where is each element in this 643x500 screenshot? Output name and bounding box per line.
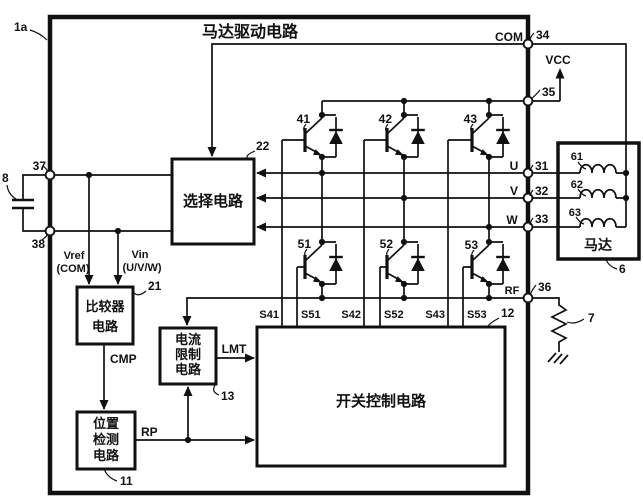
switch-control-label: 开关控制电路 [336,392,427,410]
terminal-31-label: 31 [535,159,549,173]
terminal-35 [522,95,534,107]
wire-com-to-selection [207,43,528,157]
capacitor-ref-label: 8 [2,171,9,185]
coil-63-label: 63 [569,207,581,219]
position-detect-label-line1: 位置 [93,416,119,431]
selection-circuit-label: 选择电路 [183,192,244,210]
terminal-36 [522,292,534,304]
terminal-35-label: 35 [542,85,556,99]
terminal-37-label: 37 [33,159,47,173]
cmp-signal-label: CMP [110,352,137,366]
terminal-37 [44,169,56,181]
position-detect-label-line3: 电路 [93,448,120,463]
resistor-zigzag [528,297,568,352]
terminal-32 [522,192,534,204]
block-boxes [75,141,641,471]
current-limit-label-line3: 电路 [175,362,202,377]
terminal-38-label: 38 [32,237,46,251]
wire-com-to-motor [528,43,627,227]
coil-61-label: 61 [571,151,583,163]
ground-icon [547,352,569,365]
transistor-41-label: 41 [297,112,311,126]
terminal-pins [44,38,534,304]
terminal-31 [522,167,534,179]
wire-s41 [281,139,305,327]
junction-dots [85,97,630,444]
motor-ref-label: 6 [619,262,626,276]
transistor-53-label: 53 [465,238,479,252]
capacitor [12,174,50,232]
resistor-ref-label: 7 [588,311,595,325]
phase-u-label: U [510,159,519,173]
phase-v-label: V [510,184,518,198]
current-limit-label-line1: 电流 [175,332,201,347]
comparator-circuit-box [75,285,135,346]
vref-label-line2: (COM) [57,263,90,275]
transistor-43 [470,110,512,162]
motor-box [556,141,641,261]
position-detect-label-line2: 检测 [93,432,119,447]
terminal-33 [522,221,534,233]
signal-wires [84,43,528,445]
current-limit-ref-label: 13 [221,389,235,403]
transistor-42-label: 42 [379,112,393,126]
s42-line-label: S42 [341,309,361,321]
switch-control-ref-label: 12 [501,306,515,320]
comparator-ref-label: 21 [148,279,162,293]
switch-control-circuit-box [255,325,507,468]
s43-line-label: S43 [425,309,445,321]
transistor-41 [303,110,345,162]
motor-label: 马达 [584,237,612,253]
comparator-label-line2: 电路 [92,319,119,334]
phase-w-label: W [506,213,518,227]
current-limit-circuit-box [158,326,218,386]
s52-line-label: S52 [384,309,404,321]
wire-s42 [363,139,387,327]
vin-label-line1: Vin [132,249,149,261]
coil-62 [579,188,617,199]
terminal-38 [44,225,56,237]
transistor-42 [385,110,427,162]
wire-s43 [447,139,472,327]
selection-circuit-box [170,157,256,246]
terminal-32-label: 32 [535,184,549,198]
transistors [303,110,512,289]
wire-rf-sense [182,297,528,326]
rf-signal-label: RF [505,285,520,297]
main-chip-outline [47,14,531,496]
vin-label-line2: (U/V/W) [122,262,161,274]
chip-ref-label: 1a [14,20,28,34]
transistor-51-label: 51 [298,237,312,251]
vcc-arrow-icon [555,68,565,79]
capacitor-leads [22,174,50,232]
vref-label-line1: Vref [64,250,85,262]
position-detect-ref-label: 11 [120,474,133,488]
s51-line-label: S51 [301,309,321,321]
coil-62-label: 62 [571,179,583,191]
s41-line-label: S41 [259,309,279,321]
transistor-43-label: 43 [464,112,478,126]
coil-63 [579,217,617,228]
leader-lines [6,29,618,482]
terminal-34 [522,38,534,50]
terminal-36-label: 36 [538,280,552,294]
rp-signal-label: RP [141,425,158,439]
transistor-52-label: 52 [380,237,394,251]
s53-line-label: S53 [467,309,487,321]
resistor [528,297,569,365]
terminal-33-label: 33 [535,212,549,226]
vcc-signal-label: VCC [545,53,571,67]
diagram-title: 马达驱动电路 [202,22,299,41]
lmt-signal-label: LMT [222,342,247,356]
selection-ref-label: 22 [256,139,270,153]
com-signal-label: COM [495,30,523,44]
capacitor-plates [12,198,34,210]
wire-motor-coils [528,172,626,228]
current-limit-label-line2: 限制 [175,347,201,362]
comparator-label-line1: 比较器 [85,299,125,314]
terminal-34-label: 34 [536,28,550,42]
